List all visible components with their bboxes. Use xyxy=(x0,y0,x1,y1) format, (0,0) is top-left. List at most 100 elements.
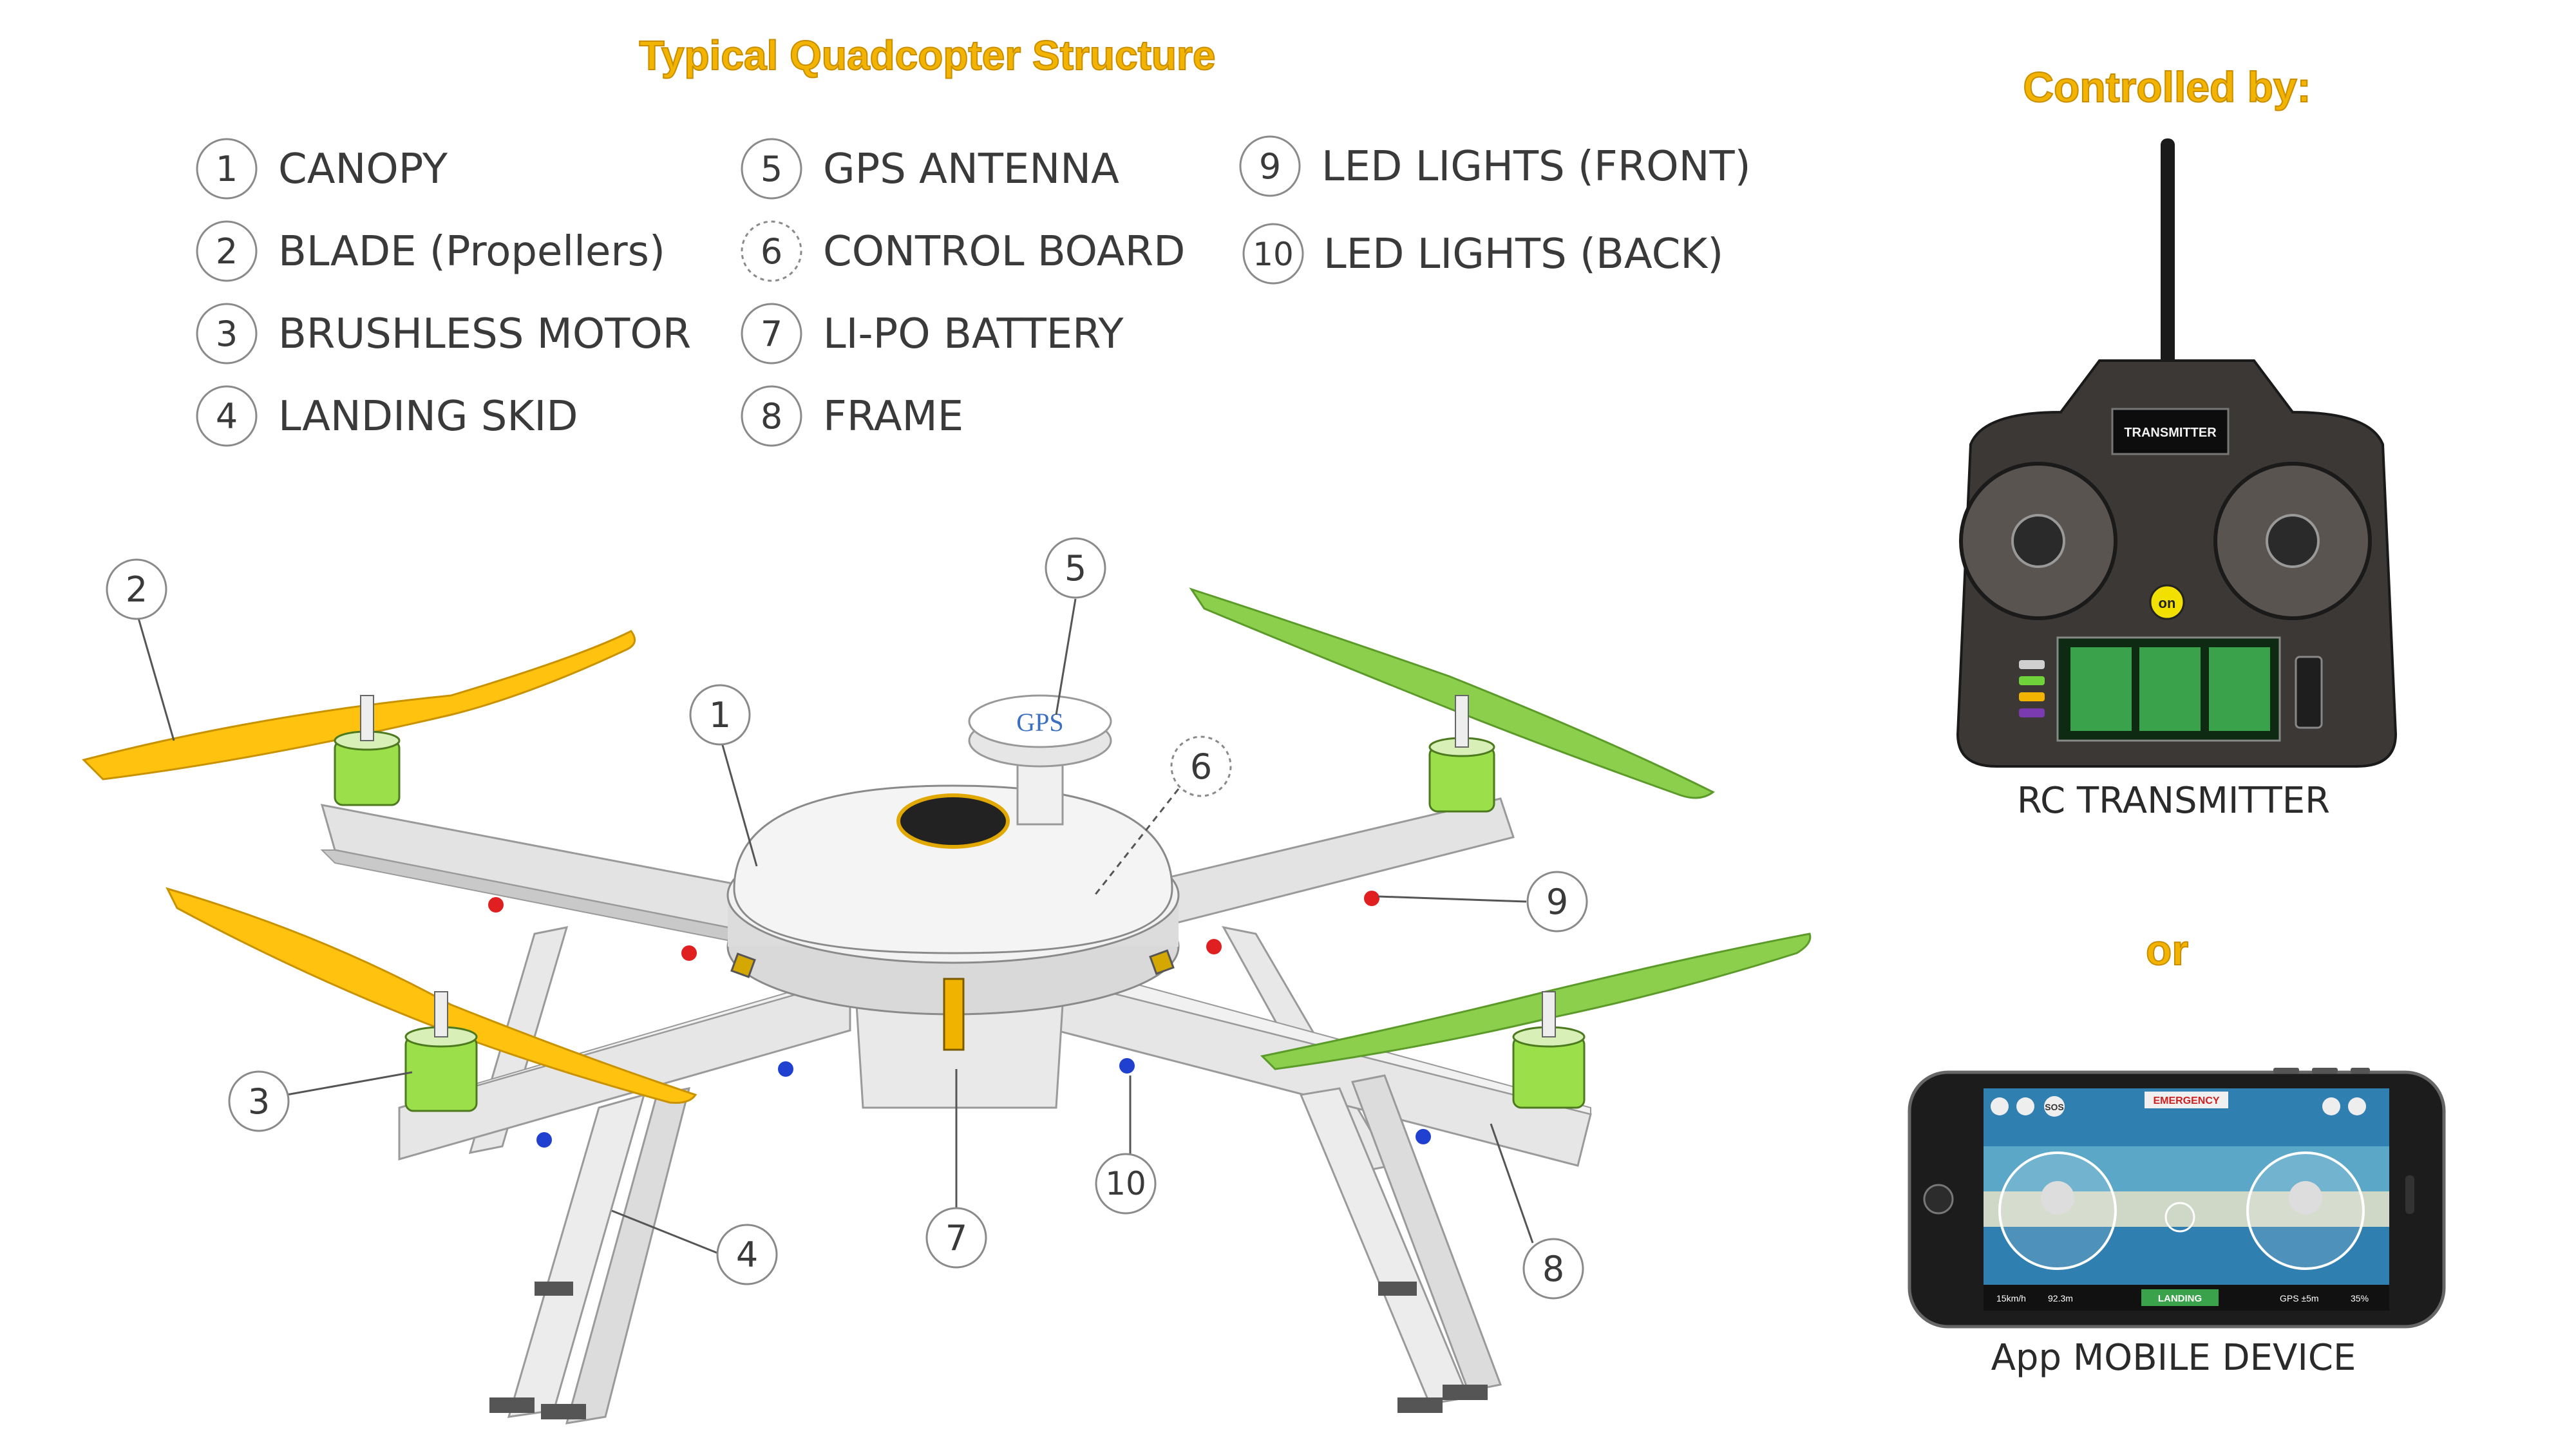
canopy xyxy=(733,784,1173,954)
motor-front-right xyxy=(1512,991,1586,1109)
callout-number: 6 xyxy=(1190,746,1212,787)
led-light-front xyxy=(681,945,697,961)
battery-strap xyxy=(943,978,965,1051)
indicator-light xyxy=(2019,692,2045,701)
callout-line xyxy=(1055,598,1077,715)
sos-button[interactable] xyxy=(2044,1096,2065,1117)
legend-label: CANOPY xyxy=(278,146,448,193)
quadcopter: GPS xyxy=(82,587,1812,1425)
legend-item: 3 BRUSHLESS MOTOR xyxy=(196,303,691,365)
legend-label: LED LIGHTS (FRONT) xyxy=(1321,143,1751,191)
legend-item: 1 CANOPY xyxy=(196,138,448,200)
power-button xyxy=(2149,584,2185,620)
left-stick xyxy=(2011,514,2065,568)
legend-number: 5 xyxy=(761,149,782,189)
led-light-back xyxy=(778,1061,793,1077)
volume-button xyxy=(2351,1068,2370,1074)
callout-number: 2 xyxy=(126,569,147,610)
legend-item: 4 LANDING SKID xyxy=(196,385,578,447)
callouts xyxy=(137,598,1534,1257)
legend-label: LED LIGHTS (BACK) xyxy=(1323,231,1723,278)
right-stick xyxy=(2266,514,2320,568)
legend-number: 8 xyxy=(761,396,782,437)
legend-label: GPS ANTENNA xyxy=(823,146,1119,193)
blade-front-right xyxy=(1260,933,1812,1070)
legend-item: 2 BLADE (Propellers) xyxy=(196,220,665,282)
legend-item: 7 LI-PO BATTERY xyxy=(741,303,1124,365)
indicator-light xyxy=(2019,660,2045,669)
skid-foot xyxy=(1443,1385,1488,1400)
lcd-panel xyxy=(2070,647,2132,731)
left-joystick-thumb[interactable] xyxy=(2041,1181,2074,1215)
landing-button[interactable] xyxy=(2141,1289,2219,1306)
blade-back-left xyxy=(82,630,636,781)
legend-number: 9 xyxy=(1259,146,1281,187)
legend-number: 2 xyxy=(216,231,238,272)
led-light-front xyxy=(488,897,504,913)
gps-readout: GPS ±5m xyxy=(2280,1293,2319,1303)
skid-clamp xyxy=(535,1282,573,1296)
volume-button xyxy=(2273,1068,2299,1074)
battery-readout: 35% xyxy=(2351,1293,2369,1303)
indicator-light xyxy=(2019,676,2045,685)
callout-number: 3 xyxy=(248,1081,270,1122)
callout-line xyxy=(1378,895,1527,903)
motor-back-left xyxy=(334,695,401,806)
led-light-back xyxy=(1416,1129,1431,1144)
legend-number: 3 xyxy=(216,314,238,354)
motor-front-left xyxy=(404,991,478,1112)
settings-icon[interactable] xyxy=(2016,1097,2034,1115)
transmitter-screen xyxy=(2111,408,2230,455)
or-label: or xyxy=(2146,926,2188,974)
gps-dome xyxy=(968,694,1112,748)
callout-number: 10 xyxy=(1105,1165,1146,1202)
camera-icon[interactable] xyxy=(2348,1097,2366,1115)
callout-number: 8 xyxy=(1542,1249,1564,1289)
skid-clamp xyxy=(1378,1282,1417,1296)
compass-icon xyxy=(2164,1202,2195,1233)
legend-item: 5 GPS ANTENNA xyxy=(741,138,1119,200)
callout-line xyxy=(720,740,758,867)
callout-line xyxy=(611,1209,725,1257)
indicator-light xyxy=(2019,708,2045,717)
landing-label: LANDING xyxy=(2158,1293,2202,1304)
lcd-panel xyxy=(2209,647,2270,731)
legend-item: 8 FRAME xyxy=(741,385,963,447)
legend-number: 1 xyxy=(216,149,238,189)
legend-number: 7 xyxy=(761,314,782,354)
speed-readout: 15km/h xyxy=(1996,1293,2026,1303)
volume-button xyxy=(2312,1068,2338,1074)
right-joystick-thumb[interactable] xyxy=(2289,1181,2322,1215)
controlled-by-heading: Controlled by: xyxy=(2023,63,2311,111)
side-switch xyxy=(2295,656,2323,729)
led-light-back xyxy=(1119,1058,1135,1074)
speaker-slot xyxy=(2405,1175,2414,1214)
legend-number: 6 xyxy=(761,231,782,272)
rc-transmitter-caption: RC TRANSMITTER xyxy=(2017,780,2330,822)
blade-back-right xyxy=(1189,587,1715,799)
record-icon[interactable] xyxy=(2322,1097,2340,1115)
legend-label: CONTROL BOARD xyxy=(823,228,1185,276)
callout-circles: 2 1 5 6 3 4 7 10 8 9 xyxy=(106,537,1588,1300)
mobile-device-caption: App MOBILE DEVICE xyxy=(1991,1337,2356,1379)
callout-number: 9 xyxy=(1546,882,1568,922)
transmitter-antenna xyxy=(2161,138,2175,370)
landing-skid-front-right-2 xyxy=(1350,1074,1502,1392)
altitude-readout: 92.3m xyxy=(2048,1293,2073,1303)
led-light-front xyxy=(1364,891,1379,906)
callout-number: 5 xyxy=(1065,548,1086,589)
legend-label: LANDING SKID xyxy=(278,393,578,440)
led-light-front xyxy=(1206,939,1222,954)
motor-back-right xyxy=(1428,695,1495,813)
skid-foot xyxy=(1397,1397,1443,1413)
back-icon[interactable] xyxy=(1991,1097,2009,1115)
led-light-back xyxy=(536,1132,552,1148)
skid-foot xyxy=(541,1404,586,1419)
diagram-title: Typical Quadcopter Structure xyxy=(639,32,1216,79)
callout-number: 7 xyxy=(945,1218,967,1258)
legend-number: 10 xyxy=(1253,236,1294,273)
home-button xyxy=(1923,1184,1954,1215)
callout-number: 1 xyxy=(709,695,731,735)
legend-item: 6 CONTROL BOARD xyxy=(741,220,1185,282)
